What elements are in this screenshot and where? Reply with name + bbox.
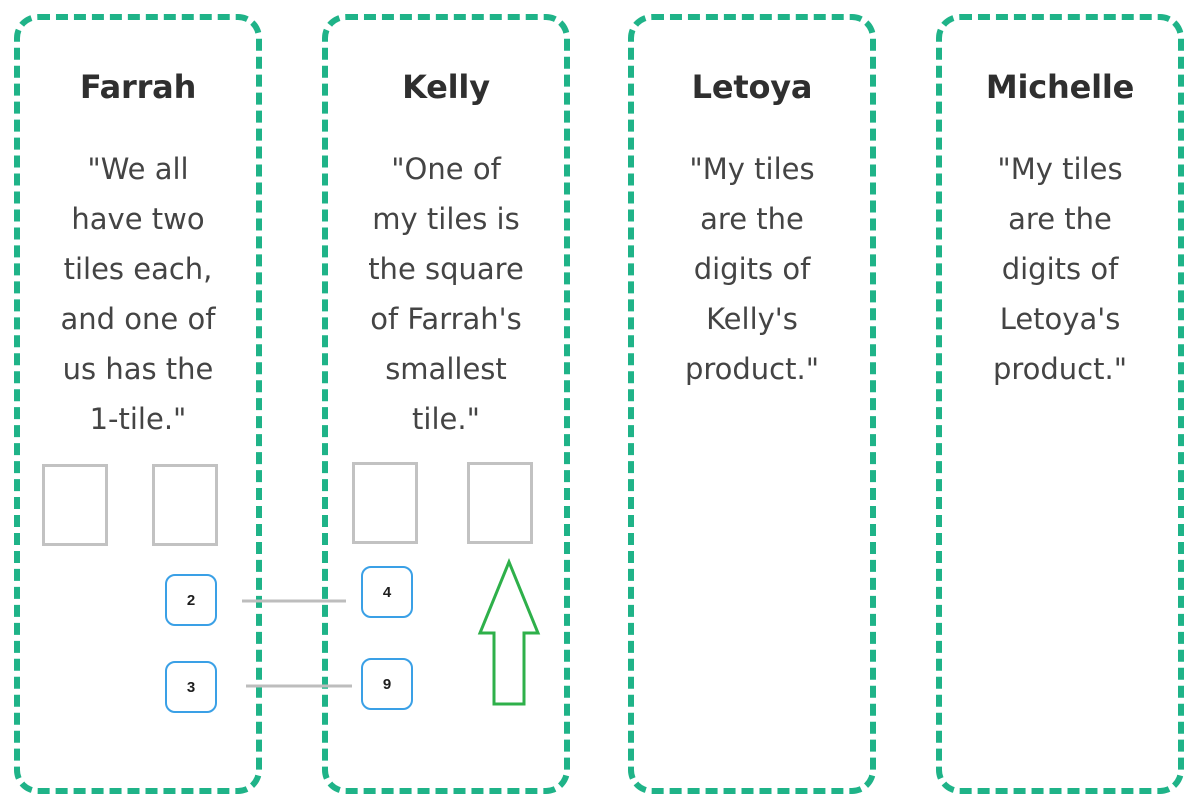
quote-line: us has the	[62, 352, 214, 386]
quote-line: the square	[368, 252, 524, 286]
tile-kelly-option[interactable]: 9	[361, 658, 413, 710]
quote-line: have two	[71, 202, 205, 236]
card-title-kelly: Kelly	[402, 68, 490, 106]
quote-line: are the	[700, 202, 804, 236]
card-title-farrah: Farrah	[79, 68, 197, 106]
card-quote-letoya: "My tiles are the digits of Kelly's prod…	[650, 144, 854, 394]
quote-line: product."	[684, 352, 820, 386]
card-quote-michelle: "My tiles are the digits of Letoya's pro…	[958, 144, 1162, 394]
quote-line: "My tiles	[997, 152, 1123, 186]
quote-line: product."	[992, 352, 1128, 386]
tile-farrah-option[interactable]: 3	[165, 661, 217, 713]
card-quote-kelly: "One of my tiles is the square of Farrah…	[344, 144, 548, 444]
kelly-tile-slot-1[interactable]	[352, 462, 418, 544]
quote-line: "One of	[391, 152, 501, 186]
quote-line: digits of	[693, 252, 811, 286]
card-title-letoya: Letoya	[691, 68, 813, 106]
quote-line: and one of	[60, 302, 216, 336]
quote-line: digits of	[1001, 252, 1119, 286]
quote-line: Letoya's	[999, 302, 1121, 336]
tile-farrah-option[interactable]: 2	[165, 574, 217, 626]
card-kelly: Kelly "One of my tiles is the square of …	[322, 14, 570, 794]
quote-line: 1-tile."	[89, 402, 187, 436]
card-title-michelle: Michelle	[985, 68, 1135, 106]
quote-line: of Farrah's	[370, 302, 522, 336]
quote-line: are the	[1008, 202, 1112, 236]
card-michelle: Michelle "My tiles are the digits of Let…	[936, 14, 1184, 794]
farrah-tile-slot-1[interactable]	[42, 464, 108, 546]
quote-line: "My tiles	[689, 152, 815, 186]
quote-line: smallest	[385, 352, 507, 386]
quote-line: Kelly's	[706, 302, 798, 336]
farrah-tile-slot-2[interactable]	[152, 464, 218, 546]
card-quote-farrah: "We all have two tiles each, and one of …	[36, 144, 240, 444]
kelly-tile-slot-2[interactable]	[467, 462, 533, 544]
quote-line: tiles each,	[63, 252, 213, 286]
quote-line: "We all	[87, 152, 189, 186]
quote-line: tile."	[412, 402, 480, 436]
card-letoya: Letoya "My tiles are the digits of Kelly…	[628, 14, 876, 794]
card-farrah: Farrah "We all have two tiles each, and …	[14, 14, 262, 794]
tile-kelly-option[interactable]: 4	[361, 566, 413, 618]
quote-line: my tiles is	[372, 202, 520, 236]
